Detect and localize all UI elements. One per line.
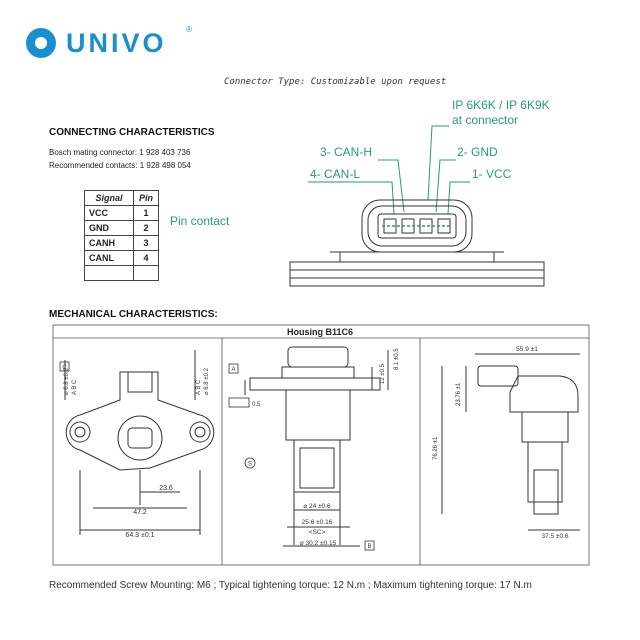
datum-box-c [59, 361, 70, 372]
ip-leader-line [427, 125, 449, 201]
pin-contact-label: Pin contact [170, 214, 230, 228]
dim-37-5: 37.5 ±0.6 [541, 533, 568, 540]
profile-neck [521, 411, 569, 443]
table-row: CANL 4 [84, 250, 159, 266]
symbol-circle-s [244, 457, 256, 469]
dim-55-9: 55.9 ±1 [516, 346, 538, 353]
pin-cell [133, 265, 159, 281]
pin-cavity [377, 213, 457, 239]
dim-12: 12 ±0.5 [380, 363, 386, 384]
datum-c: C [62, 365, 67, 371]
table-row [84, 265, 159, 281]
mating-connector-text: Bosch mating connector: 1 928 403 736 [49, 148, 191, 157]
dim-sc: <SC> [309, 529, 326, 536]
side-view-body [281, 366, 355, 379]
recommended-contacts-text: Recommended contacts: 1 928 498 054 [49, 161, 191, 170]
can-h-label: 3- CAN-H [320, 145, 373, 159]
dim-30-2: ⌀ 30.2 ±0.15 [300, 540, 337, 547]
rotor-circle [117, 415, 163, 461]
datum-a: A [231, 367, 235, 373]
datum-box-b [364, 540, 375, 551]
ip-rating-label: IP 6K6K / IP 6K9K [452, 98, 550, 112]
mount-hole-left-inner [74, 426, 86, 438]
flatness-box [228, 397, 250, 408]
datum-b: B [367, 544, 371, 550]
connecting-heading: CONNECTING CHARACTERISTICS [49, 127, 215, 138]
mount-hole-right-inner [194, 426, 206, 438]
gnd-leader-line [435, 159, 456, 213]
screw-mounting-note: Recommended Screw Mounting: M6 ; Typical… [49, 580, 532, 591]
side-view-connector [287, 346, 349, 368]
dim-47-2: 47.2 [133, 509, 147, 516]
dim-23-6: 23.6 [159, 485, 173, 492]
sensor-base-plate [289, 261, 545, 287]
profile-housing [509, 375, 579, 413]
dim-8-1: 8.1 ±0.5 [394, 348, 400, 370]
univo-ring-icon [26, 28, 56, 58]
datum-ref-left: A B C [72, 379, 78, 395]
dim-hole-diameter-right: ⌀ 6.8 ±0.2 [204, 367, 210, 395]
front-view-housing [65, 371, 215, 471]
brand-name: UNIVO [66, 28, 167, 58]
profile-shaft [527, 441, 563, 503]
can-l-leader-line [308, 181, 395, 215]
datum-box-a [228, 363, 239, 374]
side-view-flange [249, 377, 381, 391]
rotor-slot [127, 427, 153, 449]
dim-76-26: 76.26 ±1 [433, 436, 439, 460]
housing-title: Housing B11C6 [287, 327, 353, 337]
mechanical-frame [52, 324, 590, 566]
profile-tip [533, 469, 559, 515]
dim-64-3: 64.3 ±0.1 [125, 532, 154, 539]
dim-hole-diameter-left: ⌀ 6.8 ±0.2 [64, 367, 70, 395]
table-row: GND 2 [84, 220, 159, 236]
gnd-label: 2- GND [457, 145, 498, 159]
connector-inner-shell [367, 205, 467, 247]
datum-ref-right: A B C [196, 379, 202, 395]
can-l-label: 4- CAN-L [310, 167, 361, 181]
front-view [64, 350, 215, 535]
mechanical-heading: MECHANICAL CHARACTERISTICS: [49, 309, 218, 320]
can-h-leader-line [378, 159, 405, 213]
side-view-shaft-inner [299, 447, 335, 489]
connector-stub [127, 371, 153, 393]
profile-connector [477, 365, 519, 387]
side-view-neck [285, 389, 351, 441]
connector-type-note: Connector Type: Customizable upon reques… [224, 77, 447, 87]
ip-rating-sub-label: at connector [452, 113, 519, 127]
vcc-label: 1- VCC [472, 167, 512, 181]
dim-23-76: 23.76 ±1 [456, 382, 462, 406]
mount-hole-left [69, 421, 91, 443]
dim-25-6: 25.6 ±0.16 [302, 519, 333, 526]
dim-24: ⌀ 24 ±0.6 [303, 503, 331, 510]
dim-flatness: 0.5 [252, 402, 261, 408]
signal-pin-table: Signal Pin VCC 1 GND 2 CANH 3 CANL 4 [84, 190, 159, 281]
side-view [244, 346, 389, 547]
datum-s: S [248, 462, 252, 468]
registered-mark: ® [186, 25, 192, 34]
vcc-leader-line [447, 181, 470, 215]
profile-view [441, 353, 580, 531]
mount-hole-right [189, 421, 211, 443]
side-view-shaft [293, 439, 341, 493]
